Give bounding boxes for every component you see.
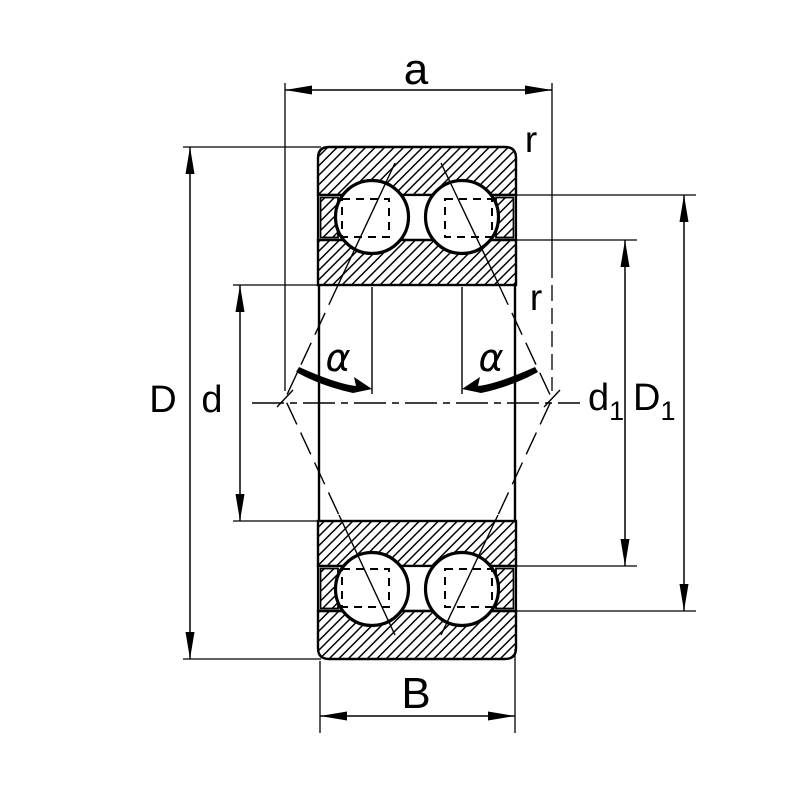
pressure-center-tick-left	[276, 389, 294, 408]
dimension-d1	[514, 239, 637, 567]
arrowhead	[185, 632, 195, 659]
contact-line-right	[440, 162, 561, 636]
label-a: a	[404, 45, 429, 94]
arrowhead	[679, 584, 689, 611]
dimension-D	[183, 146, 321, 660]
angle-alpha-left	[296, 367, 372, 393]
dimension-B	[319, 649, 516, 733]
label-d: d	[201, 379, 222, 421]
label-D1: D1	[633, 377, 675, 426]
alpha-arrow-left	[296, 367, 372, 393]
arrowhead	[620, 539, 630, 566]
inner-ring-top	[316, 238, 518, 287]
arrowhead	[320, 711, 347, 721]
pressure-center-tick-right	[543, 389, 561, 408]
label-r-outer: r	[525, 119, 537, 160]
angle-alpha-right	[462, 367, 538, 393]
ball-top-right	[423, 178, 501, 256]
arrowhead	[285, 85, 312, 95]
label-alpha-right: α	[478, 336, 503, 380]
label-alpha-left: α	[325, 336, 350, 380]
contact-line-left	[276, 162, 396, 636]
label-r-inner: r	[530, 277, 542, 318]
arrowhead	[679, 195, 689, 222]
dimension-a	[284, 83, 553, 391]
ball-bottom-left	[333, 550, 411, 628]
alpha-arrow-right	[462, 367, 538, 393]
ball-top-left	[333, 178, 411, 256]
label-D: D	[149, 379, 176, 421]
arrowhead	[235, 285, 245, 312]
ball-bottom-right	[423, 550, 501, 628]
label-B: B	[401, 669, 430, 718]
arrowhead	[488, 711, 515, 721]
bearing-top-section	[316, 145, 518, 287]
arrowhead	[185, 147, 195, 174]
arrowhead	[620, 240, 630, 267]
label-d1: d1	[588, 377, 624, 426]
dimension-d	[233, 284, 321, 522]
arrowhead	[235, 494, 245, 521]
arrowhead	[525, 85, 552, 95]
bearing-bottom-section	[316, 519, 518, 661]
dimension-D1	[514, 194, 696, 612]
inner-ring-bottom	[316, 519, 518, 568]
